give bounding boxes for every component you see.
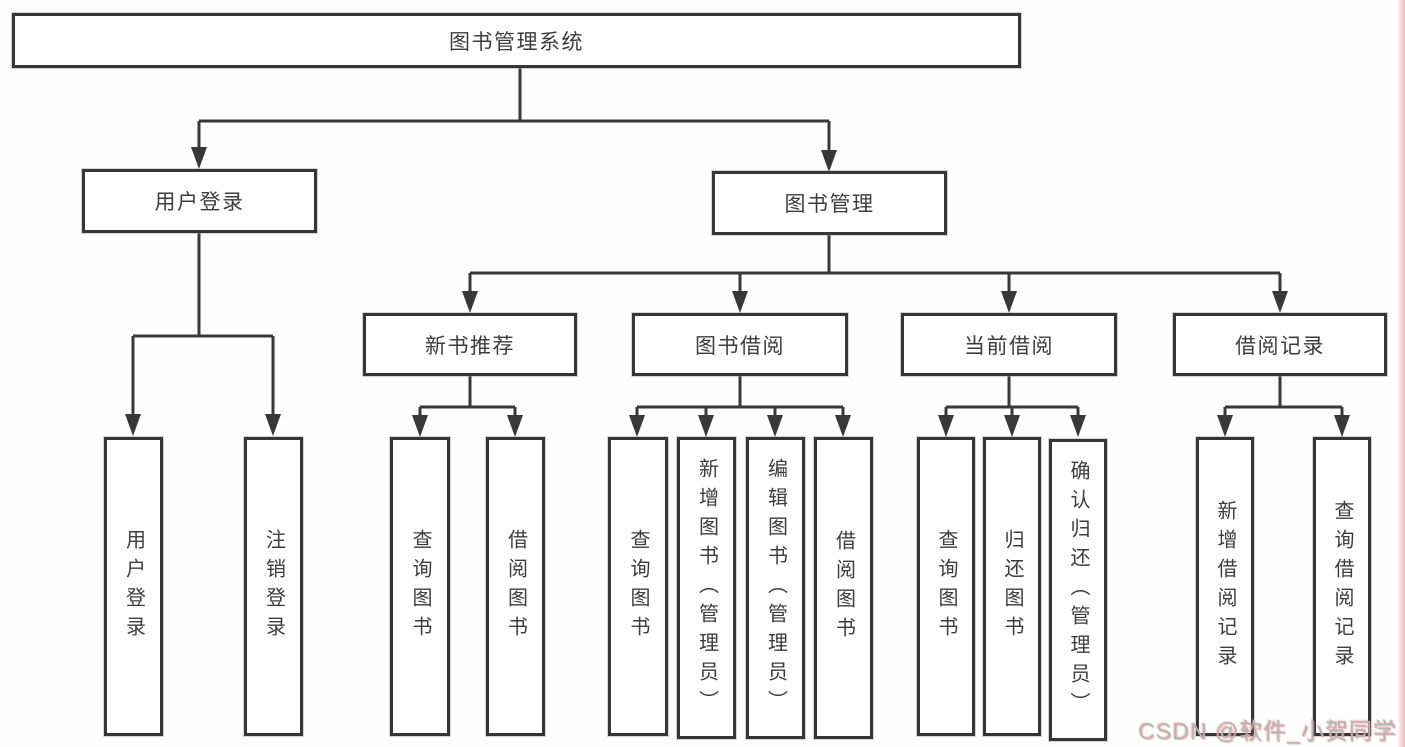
node-label: 借阅记录 [1235, 334, 1325, 358]
node-label: 查询借阅记录 [1331, 499, 1353, 674]
leaf-user-login: 用户登录 [104, 437, 163, 736]
node-label: 图书管理 [784, 193, 875, 216]
leaf-query-book-recommend: 查询图书 [390, 437, 450, 736]
node-book-borrow: 图书借阅 [632, 313, 848, 376]
watermark: CSDN @软件_小贺同学 [1138, 718, 1397, 744]
leaf-confirm-return-admin: 确认归还（管理员） [1049, 439, 1107, 741]
leaf-add-book-admin: 新增图书（管理员） [677, 437, 736, 739]
arrowheads [125, 147, 1350, 437]
leaf-query-book-borrow: 查询图书 [608, 437, 668, 736]
node-borrow-record: 借阅记录 [1173, 313, 1387, 376]
node-current-borrow: 当前借阅 [901, 313, 1117, 376]
leaf-logout: 注销登录 [244, 437, 303, 736]
node-book-management: 图书管理 [712, 171, 947, 235]
leaf-return-book: 归还图书 [983, 437, 1041, 736]
node-label: 新书推荐 [425, 334, 515, 358]
node-label: 新增图书（管理员） [695, 457, 718, 719]
node-label: 归还图书 [1001, 528, 1023, 645]
node-label: 确认归还（管理员） [1067, 459, 1089, 721]
node-label: 图书管理系统 [449, 30, 584, 54]
leaf-add-borrow-record: 新增借阅记录 [1196, 437, 1254, 736]
node-label: 新增借阅记录 [1214, 499, 1236, 674]
node-user-login: 用户登录 [82, 169, 317, 233]
node-label: 借阅图书 [832, 530, 855, 646]
leaf-borrow-book: 借阅图书 [814, 437, 873, 739]
node-label: 用户登录 [154, 191, 245, 214]
leaf-borrow-book-recommend: 借阅图书 [486, 437, 545, 736]
node-label: 查询图书 [935, 528, 957, 645]
node-label: 查询图书 [627, 528, 649, 645]
node-label: 编辑图书（管理员） [764, 457, 787, 719]
node-label: 注销登录 [262, 528, 285, 645]
node-label: 图书借阅 [695, 334, 785, 358]
node-root: 图书管理系统 [12, 13, 1021, 68]
node-label: 查询图书 [409, 528, 431, 645]
node-label: 借阅图书 [504, 528, 527, 645]
leaf-edit-book-admin: 编辑图书（管理员） [746, 437, 805, 739]
leaf-query-book-current: 查询图书 [917, 437, 975, 736]
node-label: 用户登录 [122, 528, 145, 645]
node-new-book-recommend: 新书推荐 [363, 313, 577, 376]
node-label: 当前借阅 [964, 334, 1054, 358]
leaf-query-borrow-record: 查询借阅记录 [1313, 437, 1371, 736]
